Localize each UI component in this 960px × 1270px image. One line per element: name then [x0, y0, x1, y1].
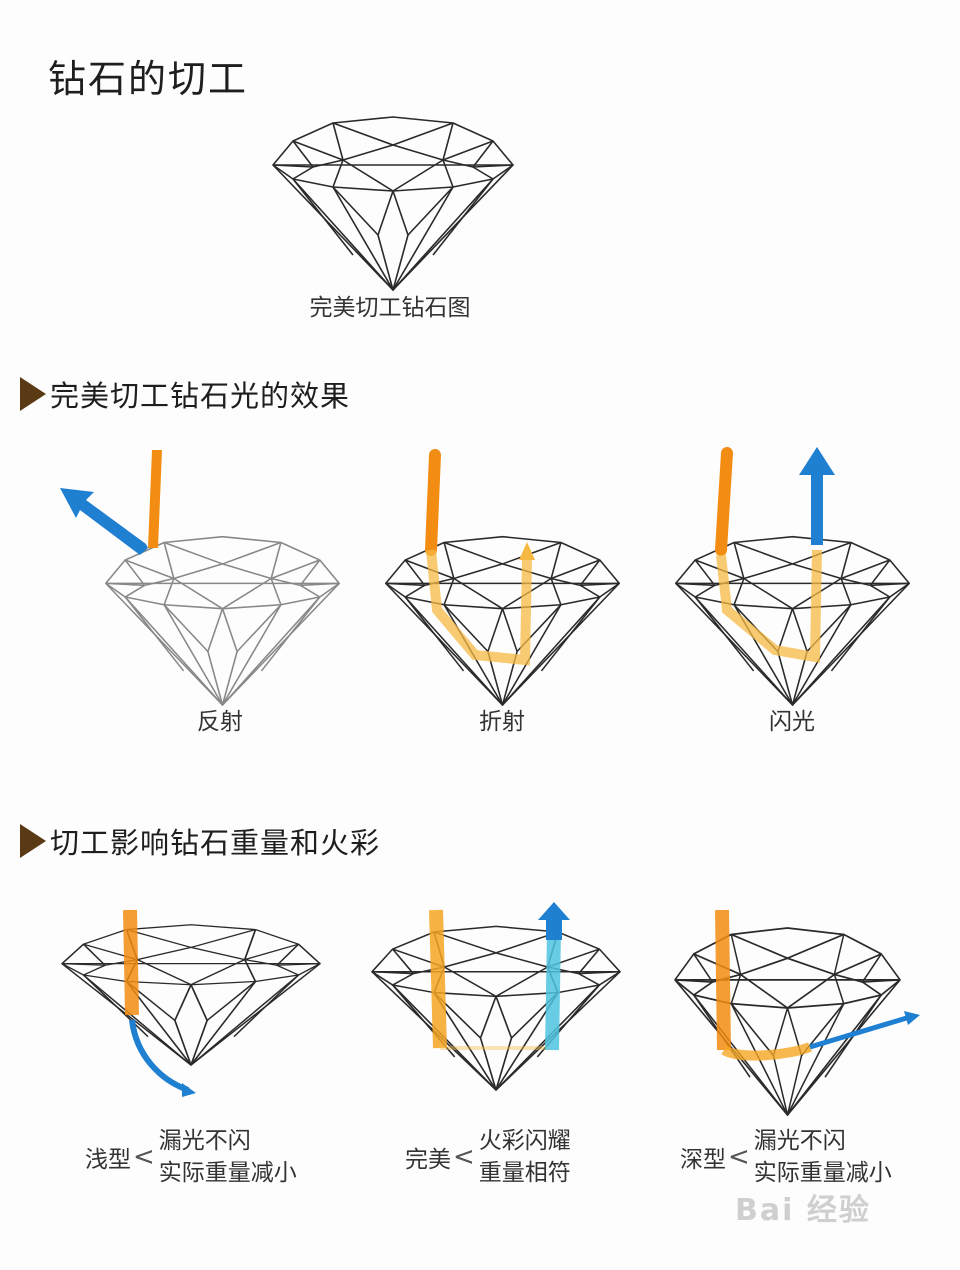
section-heading-text: 完美切工钻石光的效果 [50, 379, 351, 413]
caption-reflection: 反射 [197, 709, 243, 735]
bracket-icon: < [728, 1142, 750, 1172]
triangle-marker-icon [20, 377, 46, 411]
effect-line-1: 火彩闪耀 [478, 1128, 571, 1154]
scintillation-light-path [715, 447, 835, 663]
section-heading-light-effects: 完美切工钻石光的效果 [20, 373, 350, 415]
effect-line-2: 实际重量减小 [753, 1160, 892, 1186]
cut-type-label: 完美 [405, 1147, 451, 1173]
cut-type-label: 浅型 [85, 1147, 131, 1173]
page-title: 钻石的切工 [48, 57, 249, 101]
section-heading-text: 切工影响钻石重量和火彩 [50, 826, 381, 860]
ideal-cut-light-path [429, 902, 570, 1051]
effect-line-1: 漏光不闪 [158, 1128, 251, 1154]
bracket-icon: < [453, 1142, 475, 1172]
shallow-cut-description: 浅型 < 漏光不闪 实际重量减小 [85, 1125, 297, 1189]
refraction-light-path [425, 449, 535, 666]
triangle-marker-icon [20, 824, 46, 858]
effect-line-2: 实际重量减小 [158, 1160, 297, 1186]
bracket-icon: < [133, 1142, 155, 1172]
cut-type-label: 深型 [680, 1147, 726, 1173]
section-heading-cut-impact: 切工影响钻石重量和火彩 [20, 820, 380, 862]
perfect-cut-diamond-illustration [272, 116, 514, 291]
effect-line-1: 漏光不闪 [753, 1128, 846, 1154]
shallow-cut-light-path [123, 909, 196, 1097]
hero-caption: 完美切工钻石图 [309, 295, 471, 321]
baidu-watermark: Bai 经验 [735, 1193, 871, 1228]
deep-cut-description: 深型 < 漏光不闪 实际重量减小 [680, 1125, 892, 1189]
ideal-cut-description: 完美 < 火彩闪耀 重量相符 [405, 1125, 571, 1189]
caption-refraction: 折射 [479, 709, 525, 735]
effect-line-2: 重量相符 [478, 1160, 571, 1186]
reflection-light-arrows [60, 450, 162, 555]
deep-cut-light-path [715, 909, 920, 1061]
caption-scintillation: 闪光 [769, 709, 815, 735]
